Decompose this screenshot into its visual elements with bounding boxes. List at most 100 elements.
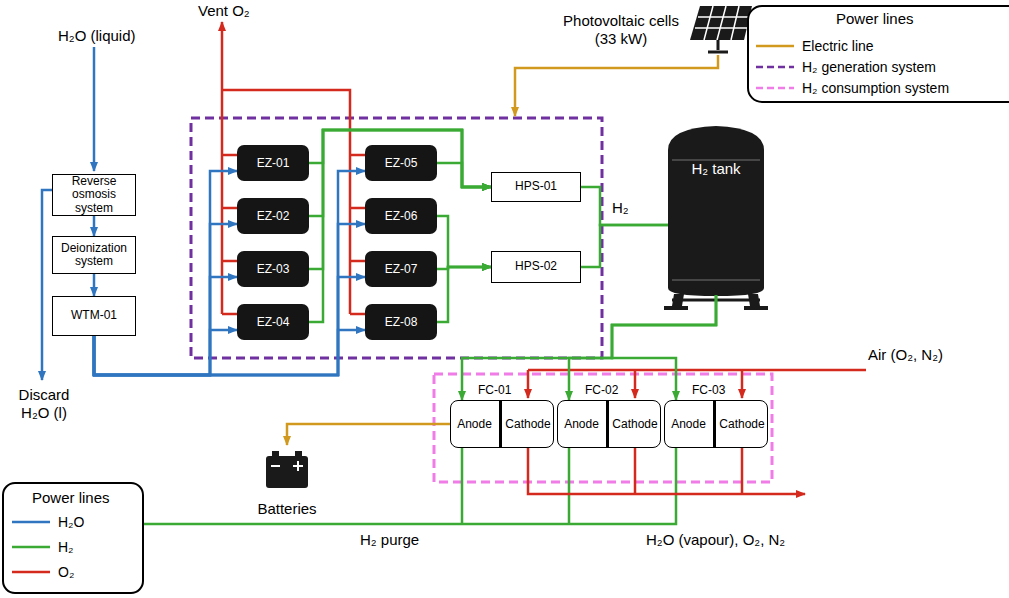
exhaust-drops bbox=[635, 448, 742, 494]
pipe-connector bbox=[462, 295, 716, 400]
pipe-connector bbox=[309, 130, 491, 322]
legend-entry: H₂ generation system bbox=[756, 59, 936, 75]
node-text: HPS-02 bbox=[515, 260, 557, 273]
electrolyzer-box: EZ-07 bbox=[365, 251, 437, 287]
oxygen-header bbox=[222, 90, 350, 314]
node-text: Anode bbox=[457, 417, 492, 431]
water-inlet bbox=[93, 47, 96, 171]
legend-swatch bbox=[12, 542, 50, 552]
node-text: EZ-07 bbox=[385, 262, 418, 276]
purge-line bbox=[112, 448, 676, 524]
consumption-boundary bbox=[434, 374, 772, 482]
node-text: EZ-04 bbox=[257, 315, 290, 329]
air-drops bbox=[527, 370, 530, 398]
legend-line bbox=[12, 571, 50, 574]
air-header bbox=[528, 369, 866, 372]
legend-entry: H₂O bbox=[12, 514, 84, 530]
node-text: Cathode bbox=[612, 417, 657, 431]
legend-line bbox=[12, 521, 50, 524]
electrolyzer-box: EZ-08 bbox=[365, 304, 437, 340]
exhaust-line bbox=[528, 448, 805, 494]
legend-swatch bbox=[756, 62, 794, 72]
node-text: Deionization system bbox=[57, 242, 131, 269]
generation-boundary bbox=[191, 118, 602, 358]
pipe-connector bbox=[94, 330, 365, 375]
legend-entry: H₂ consumption system bbox=[756, 80, 949, 96]
pipe-connector bbox=[93, 216, 96, 236]
stream-label: Air (O₂, N₂) bbox=[868, 346, 943, 364]
node-text: Cathode bbox=[719, 417, 764, 431]
legend-entry: H₂ bbox=[12, 539, 74, 555]
cathode-half: Cathode bbox=[716, 400, 768, 448]
legend-text: Electric line bbox=[802, 38, 874, 54]
stream-label: H₂ bbox=[612, 199, 629, 217]
node-text: Cathode bbox=[505, 417, 550, 431]
hydrogen-tank: H₂ tank bbox=[668, 140, 764, 295]
node-text: EZ-01 bbox=[257, 156, 290, 170]
legend-swatch bbox=[12, 567, 50, 577]
fuel-cell-label: FC-01 bbox=[478, 383, 511, 397]
oxygen-vent bbox=[221, 22, 224, 314]
battery-icon bbox=[266, 451, 308, 488]
electrolyzer-box: EZ-02 bbox=[237, 198, 309, 234]
legend-title: Power lines bbox=[836, 10, 914, 28]
node-text: EZ-08 bbox=[385, 315, 418, 329]
pipe-connector bbox=[309, 130, 491, 269]
node-text: Anode bbox=[564, 417, 599, 431]
fuel-cell: FC-02Anode Cathode bbox=[557, 380, 661, 448]
fuel-cell: FC-01Anode Cathode bbox=[450, 380, 554, 448]
legend-frame bbox=[748, 6, 1009, 102]
treatment-box: Reverse osmosis system bbox=[52, 174, 136, 216]
electrolyzer-box: EZ-01 bbox=[237, 145, 309, 181]
fuel-cell-label: FC-02 bbox=[585, 383, 618, 397]
legend-text: H₂O bbox=[58, 514, 84, 530]
air-drops bbox=[741, 370, 744, 398]
stream-label: Vent O₂ bbox=[198, 2, 250, 20]
pipe-connector bbox=[437, 163, 491, 187]
legend-swatch bbox=[12, 517, 50, 527]
node-text: HPS-01 bbox=[515, 180, 557, 193]
battery-bank: Batteries bbox=[247, 445, 327, 517]
water-discard bbox=[42, 190, 52, 380]
legend-entry: O₂ bbox=[12, 564, 74, 580]
legend-text: H₂ consumption system bbox=[802, 80, 949, 96]
pv-power-line bbox=[515, 55, 718, 116]
air-drops bbox=[634, 370, 637, 398]
cathode-half: Cathode bbox=[609, 400, 661, 448]
pipe-connector bbox=[437, 216, 491, 267]
pipe-connector bbox=[287, 424, 450, 445]
treatment-box: WTM-01 bbox=[52, 296, 136, 336]
legend-text: H₂ bbox=[58, 539, 74, 555]
fuel-cell: FC-03Anode Cathode bbox=[664, 380, 768, 448]
node-text: EZ-02 bbox=[257, 209, 290, 223]
stream-label: H₂O (vapour), O₂, N₂ bbox=[646, 531, 785, 549]
node-text: Reverse osmosis system bbox=[57, 175, 131, 215]
fuel-cell-label: FC-03 bbox=[692, 383, 725, 397]
node-text: Anode bbox=[671, 417, 706, 431]
stream-label: Discard H₂O (l) bbox=[6, 386, 82, 422]
legend-swatch bbox=[756, 83, 794, 93]
anode-half: Anode bbox=[450, 400, 502, 448]
electrolyzer-box: EZ-03 bbox=[237, 251, 309, 287]
node-text: EZ-05 bbox=[385, 156, 418, 170]
node-text: EZ-03 bbox=[257, 262, 290, 276]
separator-box: HPS-02 bbox=[491, 251, 581, 283]
tank-icon bbox=[664, 126, 768, 310]
treatment-box: Deionization system bbox=[52, 236, 136, 274]
legend-text: O₂ bbox=[58, 564, 74, 580]
node-text: H₂ tank bbox=[691, 160, 740, 177]
pipe-connector bbox=[309, 130, 491, 187]
node-text: Batteries bbox=[257, 500, 316, 517]
pipe-connector bbox=[437, 267, 491, 322]
node-text: WTM-01 bbox=[71, 309, 117, 322]
stream-label: H₂O (liquid) bbox=[58, 27, 136, 45]
solar-panel-icon bbox=[690, 6, 752, 52]
pv-array: Photovoltaic cells (33 kW) bbox=[556, 8, 686, 52]
electrolyzer-box: EZ-05 bbox=[365, 145, 437, 181]
legend-swatch bbox=[756, 41, 794, 51]
pipe-connector bbox=[581, 225, 668, 267]
legend-text: H₂ generation system bbox=[802, 59, 936, 75]
anode-half: Anode bbox=[557, 400, 609, 448]
pipe-connector bbox=[581, 187, 668, 225]
